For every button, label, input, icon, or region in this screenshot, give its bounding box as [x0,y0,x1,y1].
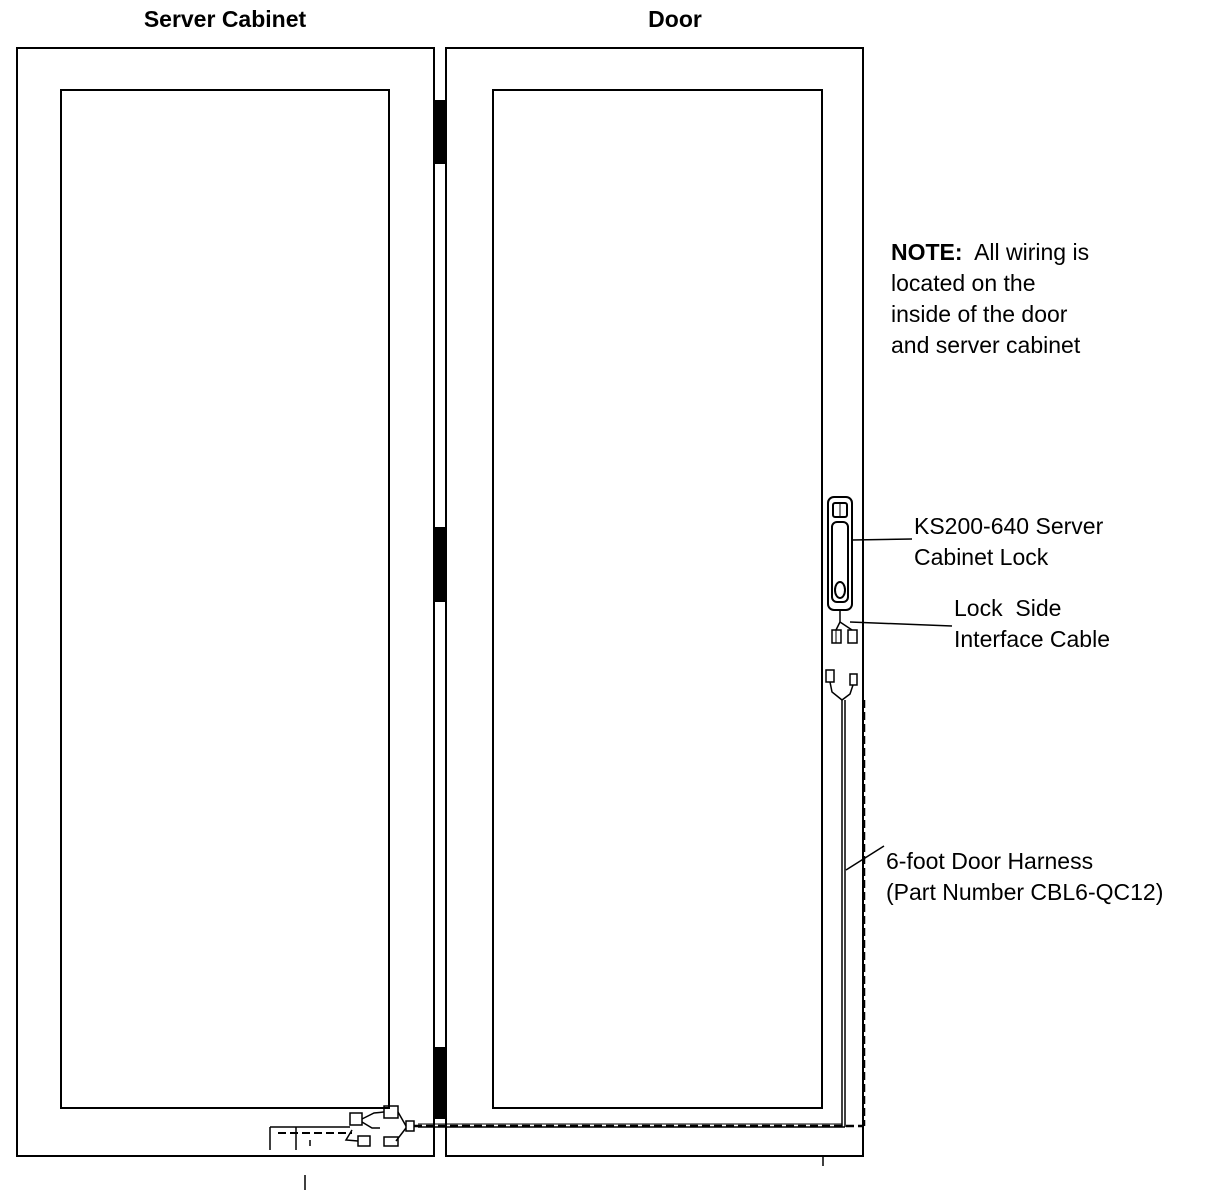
note-line-4: and server cabinet [891,332,1081,358]
lock-cable-callout-line-2: Interface Cable [954,626,1110,652]
server-cabinet-heading: Server Cabinet [143,6,307,32]
note-prefix: NOTE: [891,239,963,265]
lock-callout-line-2: Cabinet Lock [914,544,1049,570]
leader-lines [304,538,953,1190]
lock-cable-split [835,621,853,631]
note-line-1: NOTE: All wiring is [891,237,1089,268]
lock-cable-leader [849,621,953,627]
door-outer-frame [445,47,864,1157]
cabinet-connector-e [383,1136,399,1147]
harness-top-connector-right [849,673,858,686]
server-cabinet-panel [16,47,435,1157]
cabinet-branch-wire [269,1126,350,1150]
cabinet-side-connectors [269,1105,415,1150]
hinge-middle [434,527,446,602]
door-heading: Door [648,6,702,32]
lock-cable-connector-right [847,629,858,644]
door-panel [445,47,864,1157]
hinge-top [434,100,446,164]
door-inner-panel [492,89,823,1109]
wiring-note: NOTE: All wiring is located on the insid… [891,237,1089,361]
lock-handle [831,521,849,603]
lock-cable-callout: Lock Side Interface Cable [954,593,1110,655]
hinges [434,100,446,1119]
server-cabinet-inner-panel [60,89,390,1109]
harness-top-split [829,681,854,701]
cabinet-connector-wires [344,1111,407,1142]
harness-top-connector-left [825,669,835,683]
lock-callout: KS200-640 Server Cabinet Lock [914,511,1103,573]
hinge-bottom [434,1047,446,1119]
cabinet-connector-a [349,1112,363,1126]
lock-leader [851,538,913,541]
note-line-3: inside of the door [891,301,1068,327]
door-harness-callout: 6-foot Door Harness (Part Number CBL6-QC… [886,846,1163,908]
cabinet-connector-c [405,1120,415,1132]
lock-side-interface-cable [831,610,858,644]
door-harness-leader [845,845,885,871]
note-text-1: All wiring is [974,239,1090,265]
lock-cable-callout-line-1: Lock Side [954,595,1062,621]
door-harness-callout-line-1: 6-foot Door Harness [886,848,1094,874]
dashed-wiring-guides [278,700,866,1134]
server-cabinet-outer-frame [16,47,435,1157]
door-harness-callout-line-2: (Part Number CBL6-QC12) [886,879,1164,905]
cabinet-lock [827,496,853,611]
lock-cylinder [834,581,846,599]
note-line-2: located on the [891,270,1036,296]
door-harness [418,669,858,1128]
lock-callout-line-1: KS200-640 Server [914,513,1104,539]
cabinet-connector-d [357,1135,371,1147]
